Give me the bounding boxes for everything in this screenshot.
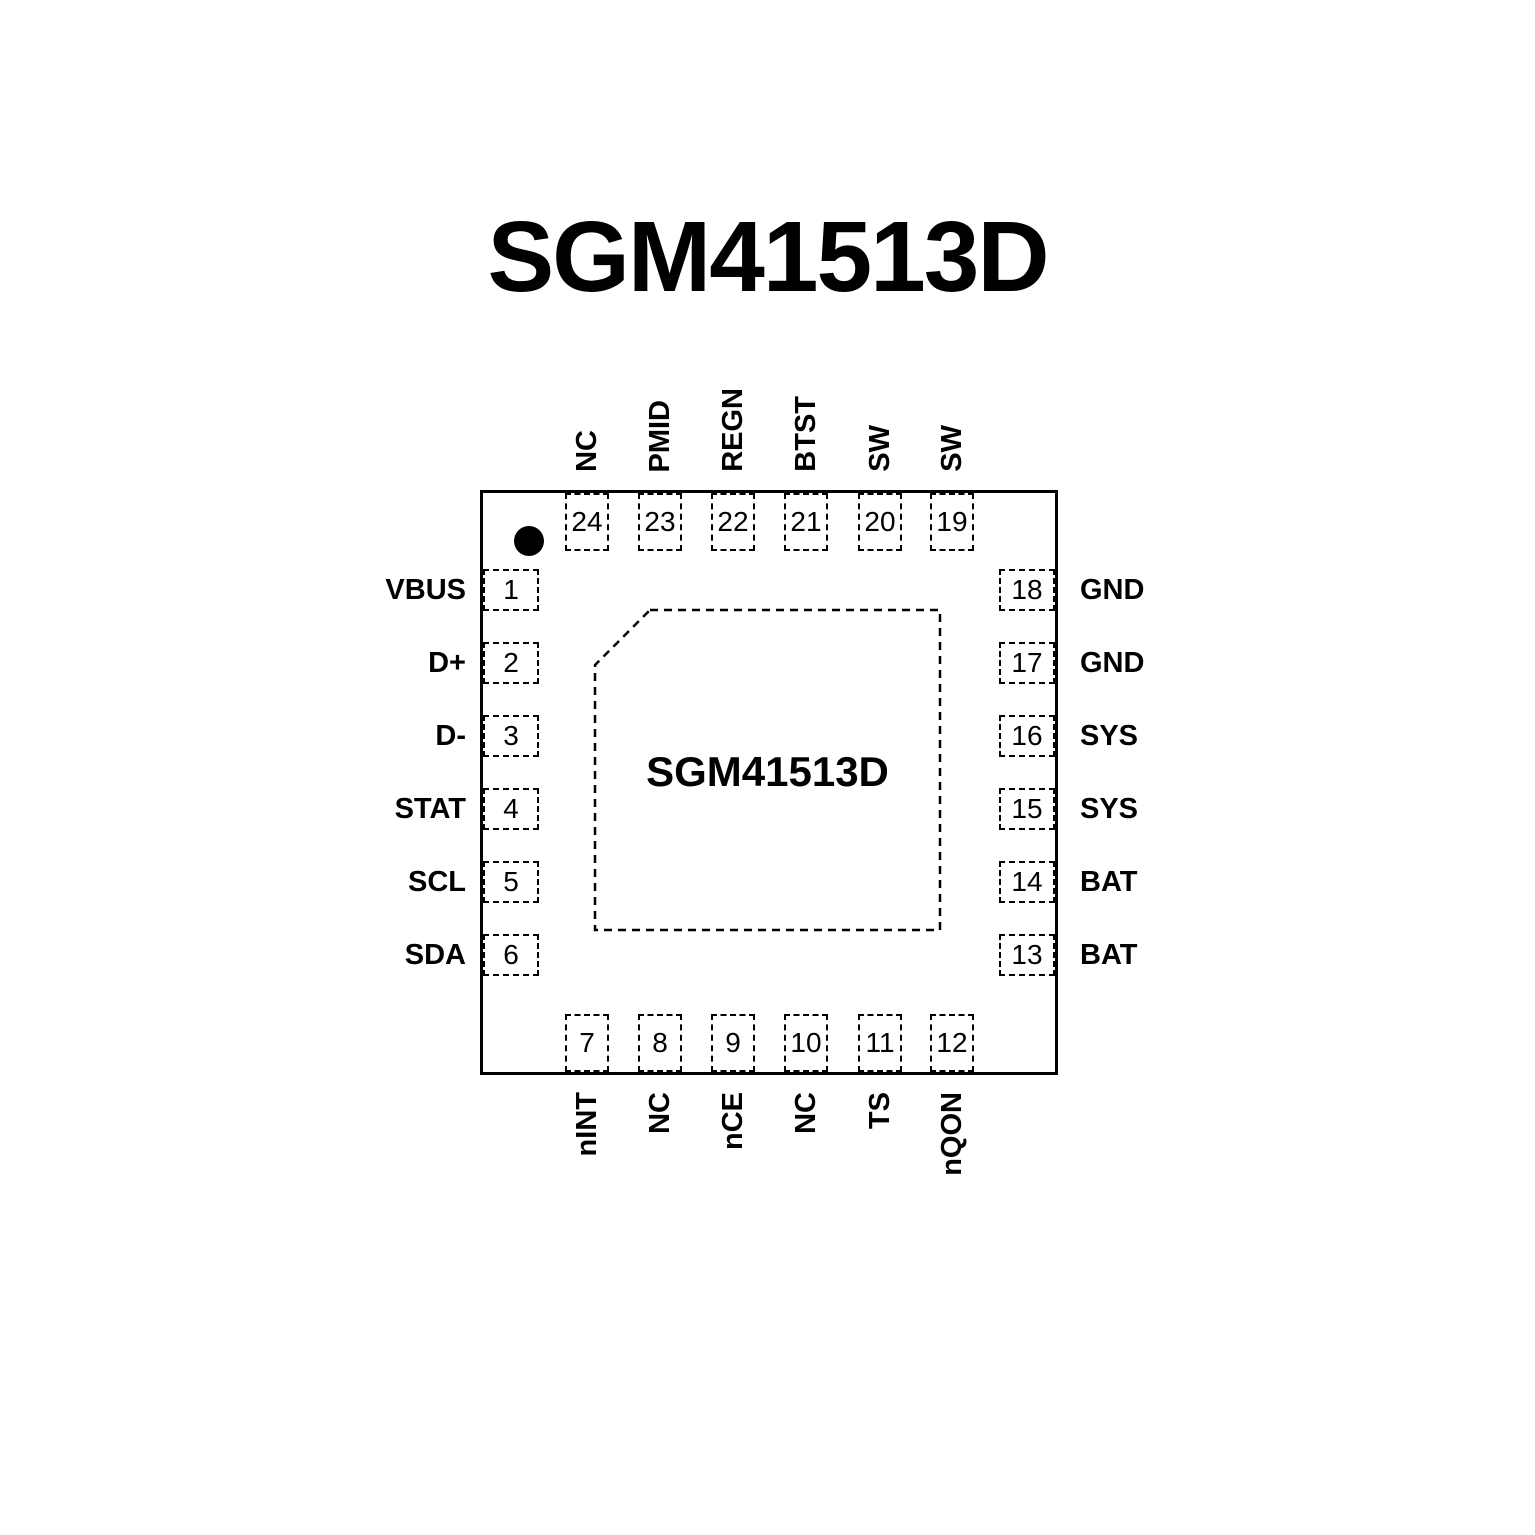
- pin-6-label: SDA: [404, 939, 466, 971]
- pin-6-number: 6: [503, 939, 519, 970]
- pin-2-label: D+: [428, 647, 466, 679]
- pin-23: 23: [638, 493, 682, 551]
- pin-21: 21: [784, 493, 828, 551]
- chip-body: [480, 490, 1058, 1075]
- pin-22-label: REGN: [717, 388, 749, 472]
- pin-5-label: SCL: [408, 866, 466, 898]
- pin-9: 9: [711, 1014, 755, 1072]
- pin-21-number: 21: [790, 506, 822, 537]
- pin-19-label: SW: [936, 425, 968, 472]
- pin-24-label: NC: [571, 430, 603, 472]
- pin-11: 11: [858, 1014, 902, 1072]
- pin-17-number: 17: [1011, 647, 1043, 678]
- pin-14-number: 14: [1011, 866, 1043, 897]
- pin-10: 10: [784, 1014, 828, 1072]
- pin-1-label: VBUS: [385, 574, 466, 606]
- thermal-pad-outline: [593, 608, 942, 932]
- pin-19: 19: [930, 493, 974, 551]
- pin-3-number: 3: [503, 720, 519, 751]
- pin-6: 6: [483, 934, 539, 976]
- pin-5-number: 5: [503, 866, 519, 897]
- pin-13-label: BAT: [1080, 939, 1138, 971]
- pin-14: 14: [999, 861, 1055, 903]
- pin-21-label: BTST: [790, 396, 822, 472]
- pin-12-number: 12: [936, 1027, 968, 1058]
- pin-18: 18: [999, 569, 1055, 611]
- pin-8: 8: [638, 1014, 682, 1072]
- pin-16: 16: [999, 715, 1055, 757]
- pin-19-number: 19: [936, 506, 968, 537]
- pin-12-label: nQON: [936, 1092, 968, 1176]
- pin-22-number: 22: [717, 506, 749, 537]
- pin-13: 13: [999, 934, 1055, 976]
- pin-1-number: 1: [503, 574, 519, 605]
- pin-20-number: 20: [864, 506, 896, 537]
- pin-23-label: PMID: [644, 399, 676, 473]
- pin-18-label: GND: [1080, 574, 1145, 606]
- pin-15: 15: [999, 788, 1055, 830]
- pin-20: 20: [858, 493, 902, 551]
- pin-11-number: 11: [865, 1027, 895, 1058]
- pin-13-number: 13: [1011, 939, 1043, 970]
- pin-14-label: BAT: [1080, 866, 1138, 898]
- pin-24-number: 24: [571, 506, 603, 537]
- pin-9-label: nCE: [717, 1092, 749, 1150]
- pin-8-label: NC: [644, 1092, 676, 1134]
- pin-7-number: 7: [579, 1027, 595, 1058]
- pin-17: 17: [999, 642, 1055, 684]
- pin-20-label: SW: [864, 425, 896, 472]
- pin-5: 5: [483, 861, 539, 903]
- pin-1: 1: [483, 569, 539, 611]
- pin-4-number: 4: [503, 793, 519, 824]
- pin-11-label: TS: [864, 1092, 896, 1130]
- pin-24: 24: [565, 493, 609, 551]
- pin-22: 22: [711, 493, 755, 551]
- pin-2-number: 2: [503, 647, 519, 678]
- pin-9-number: 9: [725, 1027, 741, 1058]
- pin-23-number: 23: [644, 506, 676, 537]
- page-title: SGM41513D: [487, 201, 1049, 313]
- pin-10-label: NC: [790, 1092, 822, 1134]
- pin-12: 12: [930, 1014, 974, 1072]
- pin-3: 3: [483, 715, 539, 757]
- pin-2: 2: [483, 642, 539, 684]
- pin-4-label: STAT: [394, 793, 466, 825]
- pin-8-number: 8: [652, 1027, 668, 1058]
- pin-10-number: 10: [790, 1027, 822, 1058]
- pin1-indicator-dot: [514, 526, 544, 556]
- pin-16-label: SYS: [1080, 720, 1139, 752]
- pin-18-number: 18: [1011, 574, 1043, 605]
- pin-3-label: D-: [435, 720, 466, 752]
- pin-15-label: SYS: [1080, 793, 1139, 825]
- pin-7-label: nINT: [571, 1092, 603, 1157]
- pin-15-number: 15: [1011, 793, 1043, 824]
- pin-17-label: GND: [1080, 647, 1145, 679]
- pin-4: 4: [483, 788, 539, 830]
- pin-7: 7: [565, 1014, 609, 1072]
- chip-label: SGM41513D: [646, 748, 889, 795]
- pin-16-number: 16: [1011, 720, 1043, 751]
